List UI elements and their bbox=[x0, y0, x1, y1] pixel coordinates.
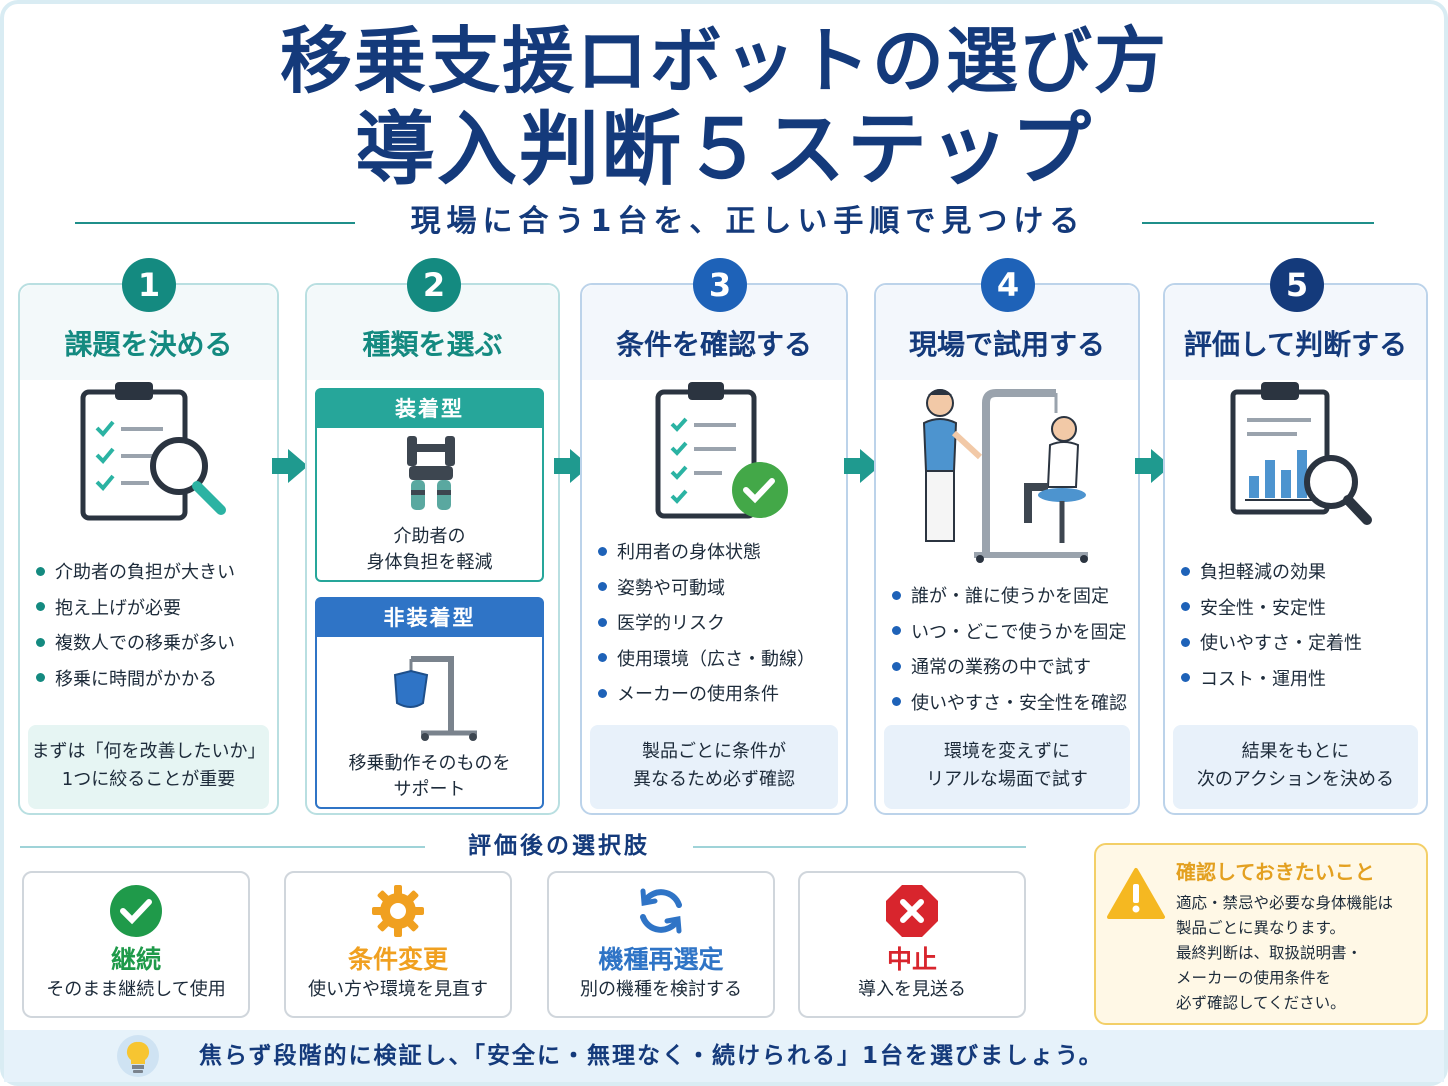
list-item: 移乗に時間がかかる bbox=[36, 662, 269, 698]
step-5-note: 結果をもとに 次のアクションを決める bbox=[1173, 725, 1418, 809]
list-item: 使用環境（広さ・動線） bbox=[598, 642, 838, 678]
type-desc-non-wearable: 移乗動作そのものを サポート bbox=[348, 753, 511, 800]
step-title-2: 種類を選ぶ bbox=[362, 328, 503, 361]
main-title-line2: 導入判断５ステップ bbox=[355, 103, 1093, 196]
warning-title: 確認しておきたいこと bbox=[1176, 860, 1375, 884]
step-number-4: 4 bbox=[981, 258, 1035, 312]
footer-message: 焦らず段階的に検証し、「安全に・無理なく・続けられる」1台を選びましょう。 bbox=[199, 1043, 1104, 1069]
type-desc-wearable: 介助者の 身体負担を軽減 bbox=[366, 526, 493, 573]
step-1-checklist: 介助者の負担が大きい 抱え上げが必要 複数人での移乗が多い 移乗に時間がかかる bbox=[36, 555, 269, 697]
list-item: 使いやすさ・定着性 bbox=[1181, 626, 1418, 662]
subtitle: 現場に合う1台を、正しい手順で見つける bbox=[410, 204, 1086, 239]
step-card-1: 1 課題を決める 介助者の負担が大きい 抱え上げが必要 複数人での移乗が多い 移… bbox=[18, 258, 279, 815]
step-3-note: 製品ごとに条件が 異なるため必ず確認 bbox=[590, 725, 838, 809]
check-circle-icon bbox=[24, 883, 248, 939]
step-title-1: 課題を決める bbox=[64, 328, 233, 361]
option-desc: 別の機種を検討する bbox=[580, 979, 742, 1000]
step-number-5: 5 bbox=[1270, 258, 1324, 312]
list-item: 使いやすさ・安全性を確認 bbox=[892, 686, 1130, 722]
step-title-4: 現場で試用する bbox=[908, 328, 1105, 361]
option-continue: 継続 そのまま継続して使用 bbox=[22, 871, 250, 1018]
list-item: コスト・運用性 bbox=[1181, 662, 1418, 698]
option-stop: 中止 導入を見送る bbox=[798, 871, 1026, 1018]
clipboard-magnifier-icon bbox=[75, 380, 235, 534]
type-box-non-wearable: 非装着型 移乗動作そのものを サポート bbox=[315, 597, 544, 809]
step-5-checklist: 負担軽減の効果 安全性・安定性 使いやすさ・定着性 コスト・運用性 bbox=[1181, 555, 1418, 697]
wearable-suit-icon bbox=[401, 434, 461, 520]
step-4-note: 環境を変えずに リアルな場面で試す bbox=[884, 725, 1130, 809]
step-card-4: 4 現場で試用する 誰が・誰に使うかを固定 いつ・どこで使うかを固定 通常の業務… bbox=[874, 258, 1140, 815]
options-title-row: 評価後の選択肢 bbox=[20, 828, 1026, 864]
option-change-conditions: 条件変更 使い方や環境を見直す bbox=[284, 871, 512, 1018]
step-4-checklist: 誰が・誰に使うかを固定 いつ・どこで使うかを固定 通常の業務の中で試す 使いやす… bbox=[892, 579, 1130, 721]
option-label: 中止 bbox=[886, 945, 937, 974]
report-chart-magnifier-icon bbox=[1227, 380, 1377, 534]
step-1-note: まずは「何を改善したいか」 1つに絞ることが重要 bbox=[28, 725, 269, 809]
option-desc: そのまま継続して使用 bbox=[46, 979, 226, 1000]
step-card-5: 5 評価して判断する 負担軽減の効果 安全性・安定性 使いやすさ・定着性 コスト… bbox=[1163, 258, 1428, 815]
list-item: 負担軽減の効果 bbox=[1181, 555, 1418, 591]
step-title-5: 評価して判断する bbox=[1183, 328, 1408, 361]
gear-icon bbox=[286, 883, 510, 939]
footer-banner: 焦らず段階的に検証し、「安全に・無理なく・続けられる」1台を選びましょう。 bbox=[4, 1030, 1444, 1082]
refresh-icon bbox=[549, 883, 773, 939]
list-item: 誰が・誰に使うかを固定 bbox=[892, 579, 1130, 615]
list-item: 安全性・安定性 bbox=[1181, 591, 1418, 627]
option-desc: 使い方や環境を見直す bbox=[308, 979, 488, 1000]
subtitle-rule-right bbox=[1142, 222, 1374, 224]
option-reselect-model: 機種再選定 別の機種を検討する bbox=[547, 871, 775, 1018]
warning-text: 適応・禁忌や必要な身体機能は 製品ごとに異なります。 最終判断は、取扱説明書・ … bbox=[1176, 894, 1394, 1012]
option-label: 機種再選定 bbox=[598, 945, 724, 974]
patient-lift-icon bbox=[381, 645, 481, 745]
step-card-3: 3 条件を確認する 利用者の身体状態 姿勢や可動域 医学的リスク 使用環境（広さ… bbox=[580, 258, 848, 815]
list-item: いつ・どこで使うかを固定 bbox=[892, 615, 1130, 651]
option-label: 継続 bbox=[110, 945, 161, 974]
option-label: 条件変更 bbox=[347, 945, 448, 974]
step-title-3: 条件を確認する bbox=[615, 328, 812, 361]
type-box-wearable: 装着型 介助者の 身体負担を軽減 bbox=[315, 388, 544, 582]
subtitle-row: 現場に合う1台を、正しい手順で見つける bbox=[0, 200, 1448, 244]
list-item: 介助者の負担が大きい bbox=[36, 555, 269, 591]
arrow-right-icon bbox=[554, 449, 590, 483]
arrow-right-icon bbox=[1135, 449, 1171, 483]
main-title-line1: 移乗支援ロボットの選び方 bbox=[279, 19, 1168, 103]
lightbulb-icon bbox=[116, 1034, 160, 1082]
list-item: メーカーの使用条件 bbox=[598, 677, 838, 713]
warning-box: 確認しておきたいこと 適応・禁忌や必要な身体機能は 製品ごとに異なります。 最終… bbox=[1094, 843, 1428, 1025]
list-item: 抱え上げが必要 bbox=[36, 591, 269, 627]
list-item: 通常の業務の中で試す bbox=[892, 650, 1130, 686]
step-card-2: 2 種類を選ぶ 装着型 介助者の 身体負担を軽減 非装着型 bbox=[305, 258, 560, 815]
caregiver-lift-trial-icon bbox=[916, 383, 1096, 567]
arrow-right-icon bbox=[844, 449, 880, 483]
step-number-3: 3 bbox=[693, 258, 747, 312]
step-number-1: 1 bbox=[122, 258, 176, 312]
step-3-checklist: 利用者の身体状態 姿勢や可動域 医学的リスク 使用環境（広さ・動線） メーカーの… bbox=[598, 535, 838, 713]
subtitle-rule-left bbox=[75, 222, 355, 224]
options-title: 評価後の選択肢 bbox=[468, 833, 650, 859]
list-item: 医学的リスク bbox=[598, 606, 838, 642]
arrow-right-icon bbox=[272, 449, 308, 483]
clipboard-check-icon bbox=[650, 380, 795, 529]
warning-triangle-icon bbox=[1106, 867, 1166, 925]
option-desc: 導入を見送る bbox=[858, 979, 966, 1000]
type-label-non-wearable: 非装着型 bbox=[317, 599, 542, 637]
list-item: 姿勢や可動域 bbox=[598, 571, 838, 607]
type-label-wearable: 装着型 bbox=[317, 390, 542, 428]
step-number-2: 2 bbox=[407, 258, 461, 312]
stop-octagon-icon bbox=[800, 883, 1024, 939]
list-item: 利用者の身体状態 bbox=[598, 535, 838, 571]
list-item: 複数人での移乗が多い bbox=[36, 626, 269, 662]
